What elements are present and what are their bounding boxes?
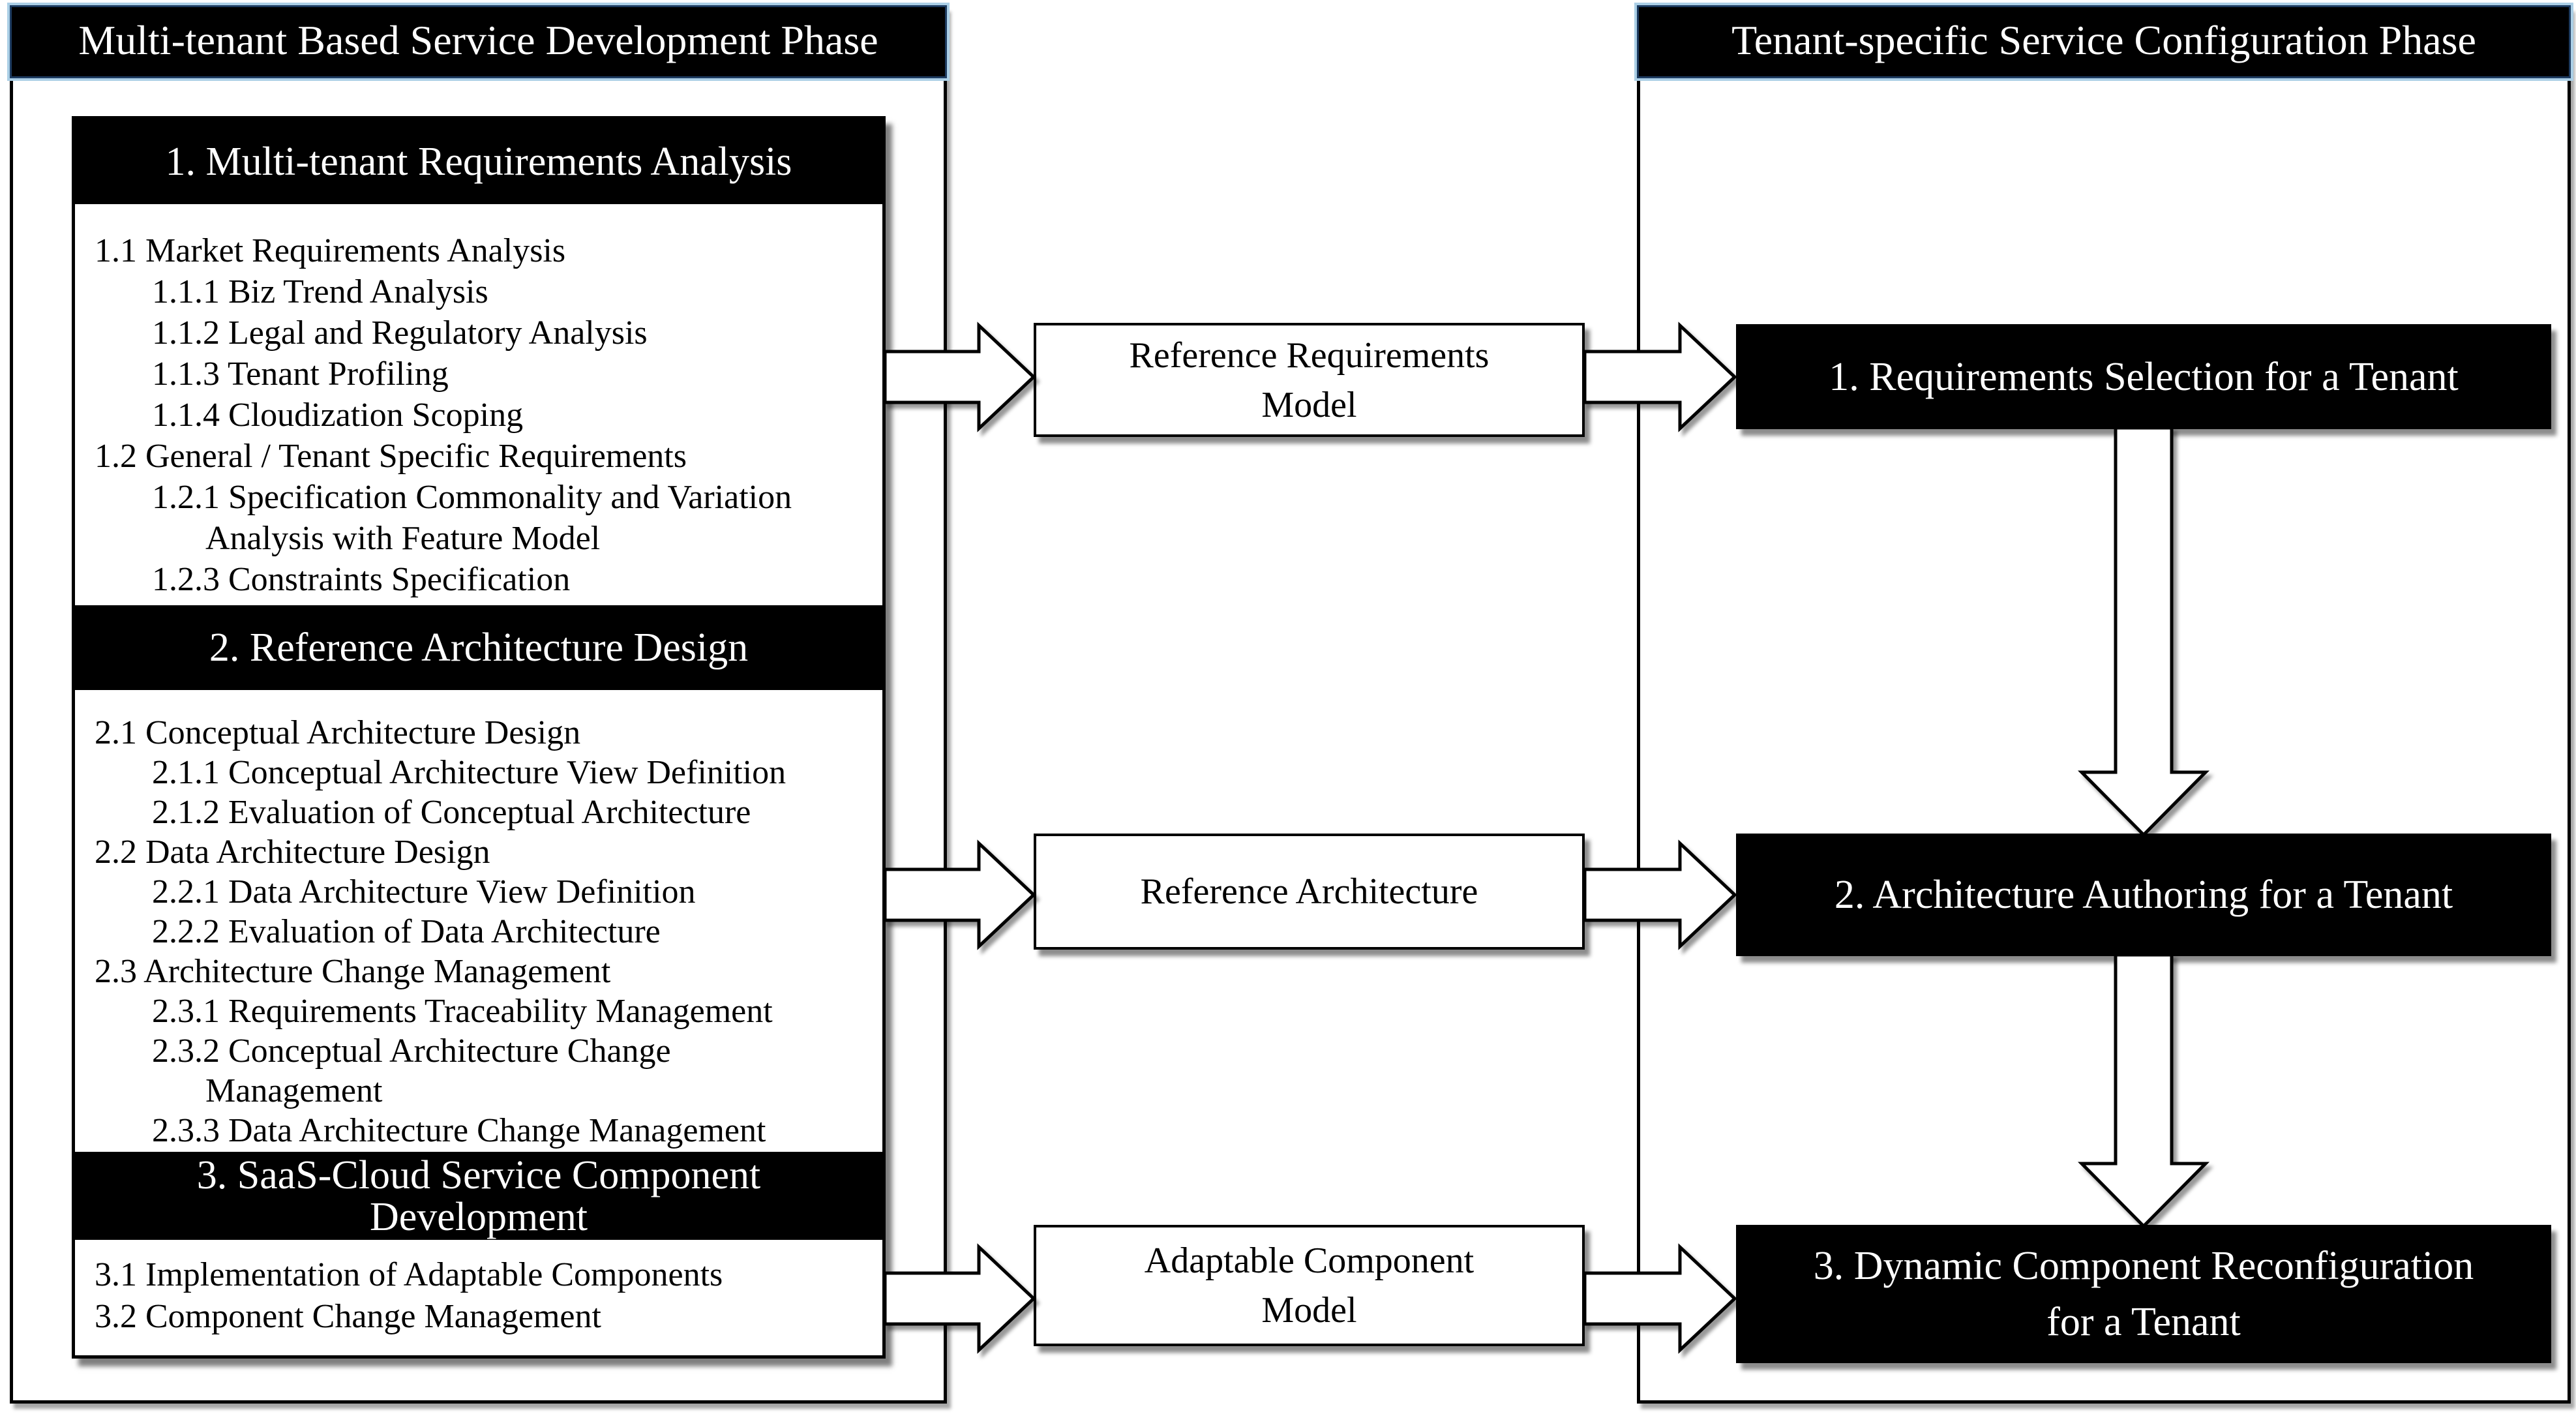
list-item: 2.2.2 Evaluation of Data Architecture <box>152 913 661 950</box>
step-label-line1: 2. Architecture Authoring for a Tenant <box>1834 873 2453 917</box>
artifact-label-line1: Reference Requirements <box>1129 335 1490 376</box>
right-phase-title: Tenant-specific Service Configuration Ph… <box>1634 3 2573 81</box>
artifact-box-reference-architecture: Reference Architecture <box>1034 834 1585 950</box>
list-item: 2.1.2 Evaluation of Conceptual Architect… <box>152 794 751 831</box>
step-box-architecture-authoring: 2. Architecture Authoring for a Tenant <box>1736 834 2551 956</box>
list-item: 1.1.2 Legal and Regulatory Analysis <box>152 314 648 352</box>
list-item: 1.2.1 Specification Commonality and Vari… <box>152 479 792 516</box>
list-item: 3.1 Implementation of Adaptable Componen… <box>95 1256 723 1293</box>
list-item: Management <box>205 1072 383 1109</box>
list-item: 2.3.1 Requirements Traceability Manageme… <box>152 993 773 1030</box>
list-item: 1.1.4 Cloudization Scoping <box>152 397 524 434</box>
step-box-dynamic-component-reconfiguration: 3. Dynamic Component Reconfiguration for… <box>1736 1225 2551 1363</box>
section-3-list: 3.1 Implementation of Adaptable Componen… <box>75 1240 882 1338</box>
flow-arrow-right-icon <box>1583 839 1737 950</box>
list-item: Analysis with Feature Model <box>205 520 601 557</box>
list-item: 1.1 Market Requirements Analysis <box>95 232 566 269</box>
list-item: 2.1.1 Conceptual Architecture View Defin… <box>152 754 786 791</box>
artifact-box-reference-requirements-model: Reference Requirements Model <box>1034 323 1585 437</box>
list-item: 2.3.3 Data Architecture Change Managemen… <box>152 1112 766 1149</box>
artifact-label-line1: Adaptable Component <box>1144 1241 1475 1281</box>
step-label-line1: 3. Dynamic Component Reconfiguration <box>1813 1244 2474 1288</box>
flow-arrow-right-icon <box>883 839 1036 950</box>
flow-arrow-right-icon <box>1583 1243 1737 1354</box>
section-3-header: 3. SaaS-Cloud Service Component Developm… <box>75 1152 882 1240</box>
list-item: 2.1 Conceptual Architecture Design <box>95 714 581 751</box>
flow-arrow-right-icon <box>1583 322 1737 432</box>
section-1-list: 1.1 Market Requirements Analysis 1.1.1 B… <box>75 204 882 600</box>
list-item: 1.1.1 Biz Trend Analysis <box>152 273 488 310</box>
artifact-label-line2: Model <box>1261 384 1357 425</box>
step-label-line2: for a Tenant <box>2046 1300 2241 1344</box>
list-item: 1.1.3 Tenant Profiling <box>152 355 449 393</box>
list-item: 1.2 General / Tenant Specific Requiremen… <box>95 438 687 475</box>
section-3-header-line1: 3. SaaS-Cloud Service Component <box>196 1153 761 1197</box>
list-item: 1.2.3 Constraints Specification <box>152 561 571 598</box>
section-2-list: 2.1 Conceptual Architecture Design 2.1.1… <box>75 690 882 1151</box>
list-item: 2.3 Architecture Change Management <box>95 953 611 990</box>
step-box-requirements-selection: 1. Requirements Selection for a Tenant <box>1736 324 2551 429</box>
artifact-label-line1: Reference Architecture <box>1140 871 1478 912</box>
list-item: 2.2 Data Architecture Design <box>95 834 490 871</box>
artifact-box-adaptable-component-model: Adaptable Component Model <box>1034 1225 1585 1346</box>
flow-arrow-down-icon <box>2078 426 2209 837</box>
list-item: 3.2 Component Change Management <box>95 1298 601 1335</box>
artifact-label-line2: Model <box>1261 1290 1357 1331</box>
list-item: 2.3.2 Conceptual Architecture Change <box>152 1032 671 1070</box>
section-1-header: 1. Multi-tenant Requirements Analysis <box>75 119 882 204</box>
flow-arrow-right-icon <box>883 322 1036 432</box>
flow-arrow-right-icon <box>883 1243 1036 1354</box>
list-item: 2.2.1 Data Architecture View Definition <box>152 873 696 910</box>
activity-list-box: 1. Multi-tenant Requirements Analysis 1.… <box>72 116 886 1359</box>
section-3-header-line2: Development <box>369 1195 588 1239</box>
left-phase-title: Multi-tenant Based Service Development P… <box>7 3 950 81</box>
step-label-line1: 1. Requirements Selection for a Tenant <box>1829 354 2459 399</box>
flow-arrow-down-icon <box>2078 953 2209 1229</box>
section-2-header: 2. Reference Architecture Design <box>75 605 882 690</box>
